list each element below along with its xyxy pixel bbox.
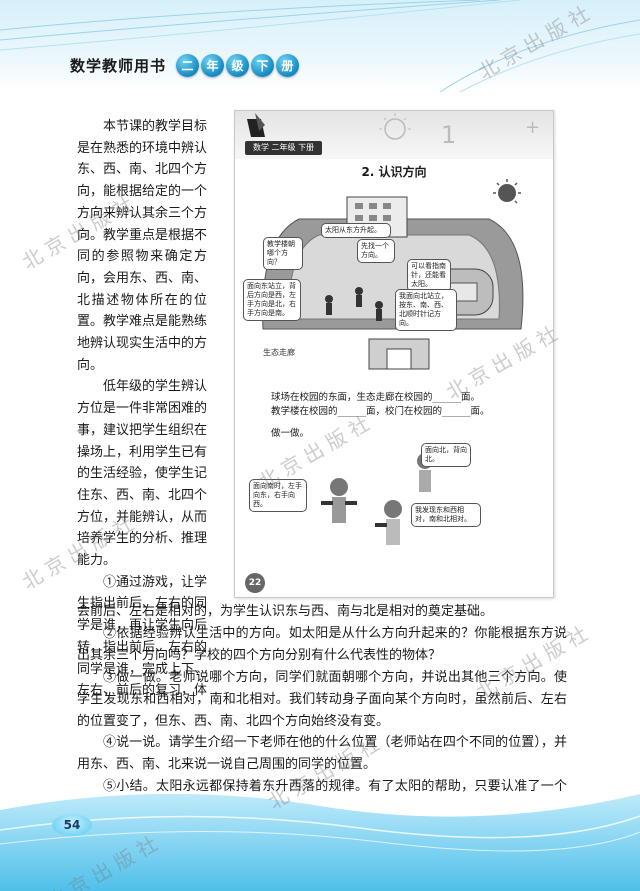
sun-icon [493,179,521,204]
svg-text:+: + [525,117,540,138]
textbook-do-it: 做一做。 [271,428,310,439]
textbook-bar: 数学 二年级 下册 [245,141,323,155]
speech-bubble: 先找一个方向。 [357,239,395,263]
textbook-page-image: 1 + 数学 二年级 下册 2. 认识方向 [234,110,554,598]
speech-bubble: 教学楼朝哪个方向？ [263,237,303,270]
paragraph: ②依据经验辨认生活中的方向。如太阳是从什么方向升起来的？你能根据东方说出其余三个… [77,625,567,663]
children-illustration [321,453,433,545]
textbook-page-number: 22 [245,573,265,593]
textbook-question-1: 球场在校园的东面，生态走廊在校园的______面。 [271,392,481,403]
campus-scene-illustration: 生态走廊 [262,179,524,370]
grade-char: 二 [176,53,200,77]
book-title: 数学教师用书 [70,56,167,75]
paragraph: 低年级的学生辨认方位是一件非常困难的事，建议把学生组织在操场上，利用学生已有的生… [77,379,208,569]
page-number: 54 [52,814,92,836]
speech-bubble: 面向北，背向北。 [421,443,471,467]
speech-bubble: 我面向北站立，按东、南、西、北顺时针记方向。 [395,289,457,331]
paragraph: 本节课的教学目标是在熟悉的环境中辨认东、西、南、北四个方向，能根据给定的一个方向… [77,119,208,373]
grade-char: 册 [276,53,300,77]
speech-bubble: 可以看指南针，还能看太阳。 [407,259,451,292]
paragraph: ①通过游戏，让学生指出前后、左右的同学是谁，再让学生向后转，指出前后、左右的同学… [77,574,208,699]
textbook-question-2: 教学楼在校园的______面，校门在校园的______面。 [271,406,490,417]
page-header: 数学教师用书 二 年 级 下 册 [70,52,300,78]
lesson-title: 2. 认识方向 [361,165,427,179]
speech-bubble: 太阳从东方升起。 [321,223,391,238]
paragraph: ③做一做。老师说哪个方向，同学们就面朝哪个方向，并说出其他三个方向。使学生发现东… [77,669,567,729]
grade-char: 年 [201,53,225,77]
header-background [0,0,640,92]
paragraph: ④说一说。请学生介绍一下老师在他的什么位置（老师站在四个不同的位置），并用东、西… [77,735,567,773]
speech-bubble: 面向南时，左手向东，右手向西。 [249,479,307,512]
textbook-header: 1 + 数学 二年级 下册 [235,111,553,159]
paragraph: 会前后、左右是相对的，为学生认识东与西、南与北是相对的奠定基础。 [77,604,494,619]
header-decoration [0,0,640,92]
scene-label: 生态走廊 [263,347,295,357]
svg-text:1: 1 [441,121,456,149]
textbook-header-art: 1 + [247,113,540,149]
grade-badge: 二 年 级 下 册 [176,53,300,77]
speech-bubble: 我发现东和西相对，南和北相对。 [411,503,481,527]
left-text-column: 本节课的教学目标是在熟悉的环境中辨认东、西、南、北四个方向，能根据给定的一个方向… [77,116,207,702]
grade-char: 级 [226,53,250,77]
footer-wave [0,793,640,891]
speech-bubble: 面向东站立，背后方向是西，左手方向是北，右手方向是南。 [243,279,301,321]
grade-char: 下 [251,53,275,77]
